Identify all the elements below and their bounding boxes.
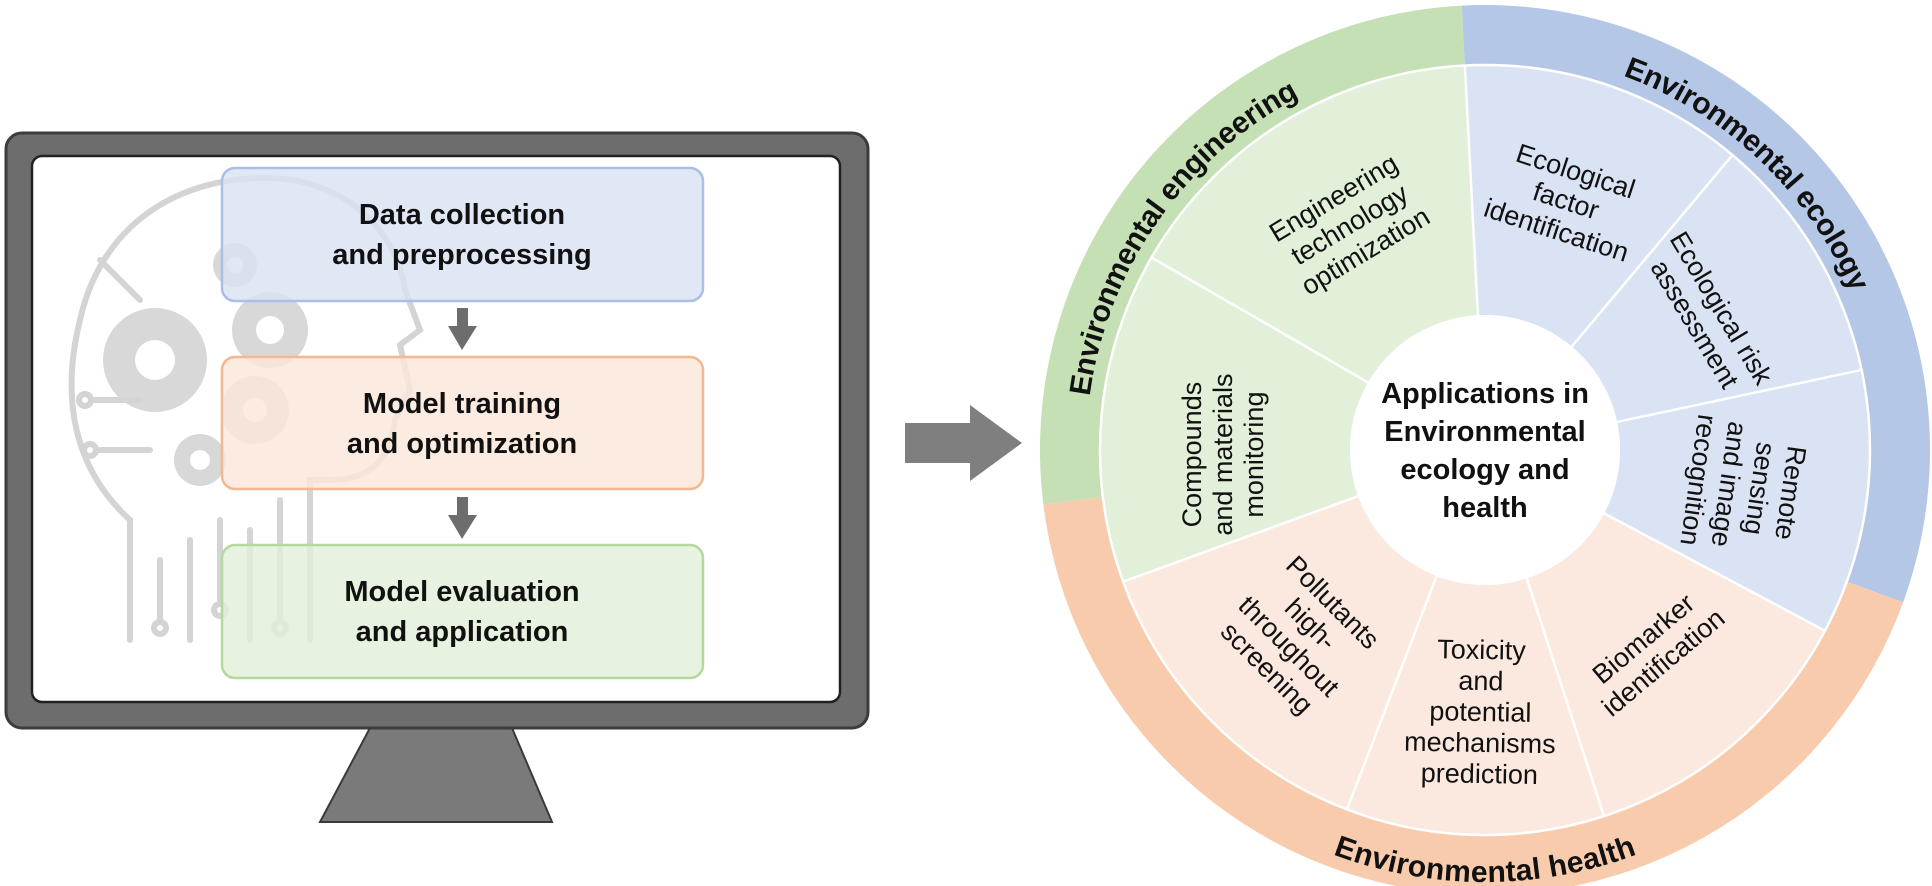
category-ring-ecology [1461, 4, 1931, 603]
sector-label-line: potential [1429, 696, 1532, 728]
sector-7 [1347, 576, 1604, 835]
sector-6 [1123, 496, 1437, 810]
category-ring-health [1043, 496, 1904, 886]
sector-divider [1463, 65, 1480, 316]
sector-divider [1525, 578, 1606, 817]
center-title-line: ecology and [1400, 454, 1569, 486]
step-line: and application [356, 616, 569, 648]
sector-divider [1616, 368, 1862, 424]
center-title-line: Environmental [1384, 416, 1585, 448]
monitor-stand [318, 727, 554, 823]
sector-label-line: and [1458, 666, 1504, 697]
ring-seam [1043, 496, 1103, 505]
outer-ring [1040, 4, 1931, 886]
sector-8 [1526, 513, 1825, 817]
sector-dividers [1098, 63, 1872, 837]
workflow-step-1: Data collection and preprocessing [220, 166, 705, 303]
workflow-step-2: Model training and optimization [220, 355, 705, 491]
step-line: Model training [363, 388, 561, 420]
sector-divider [1603, 512, 1826, 632]
sector-divider [1122, 494, 1359, 583]
sector-label-line: prediction [1421, 758, 1539, 790]
step-box [220, 355, 705, 491]
center-title-line: health [1442, 492, 1527, 524]
sector-5 [1604, 369, 1870, 631]
ring-border [1098, 63, 1872, 837]
sector-label-line: Toxicity [1437, 634, 1527, 666]
sector-divider [1345, 575, 1438, 810]
step-line: and preprocessing [332, 239, 591, 271]
sector-divider [1150, 256, 1369, 384]
center-title-line: Applications in [1381, 378, 1589, 410]
sector-divider [1570, 154, 1734, 348]
sector-label-line: mechanisms [1404, 727, 1556, 760]
category-ring-engineering [1040, 5, 1465, 505]
sector-3 [1464, 65, 1733, 347]
step-box [220, 166, 705, 303]
sector-label-line: Compounds [1177, 382, 1207, 528]
sector-4 [1571, 155, 1862, 422]
sector-label-line: and materials [1208, 374, 1238, 536]
step-line: Data collection [359, 199, 565, 231]
center-title: Applications in Environmental ecology and h… [1381, 378, 1589, 524]
center-circle [1350, 315, 1620, 585]
applications-wheel: Applications in Environmental ecology and h… [1040, 4, 1931, 886]
right-arrow-icon [905, 405, 1022, 481]
step-box [220, 543, 705, 680]
sector-label-line: monitoring [1239, 392, 1269, 518]
down-arrow [448, 497, 477, 539]
step-line: and optimization [347, 428, 577, 460]
workflow-step-3: Model evaluation and application [220, 543, 705, 680]
down-arrow [448, 308, 477, 350]
step-line: Model evaluation [344, 576, 579, 608]
